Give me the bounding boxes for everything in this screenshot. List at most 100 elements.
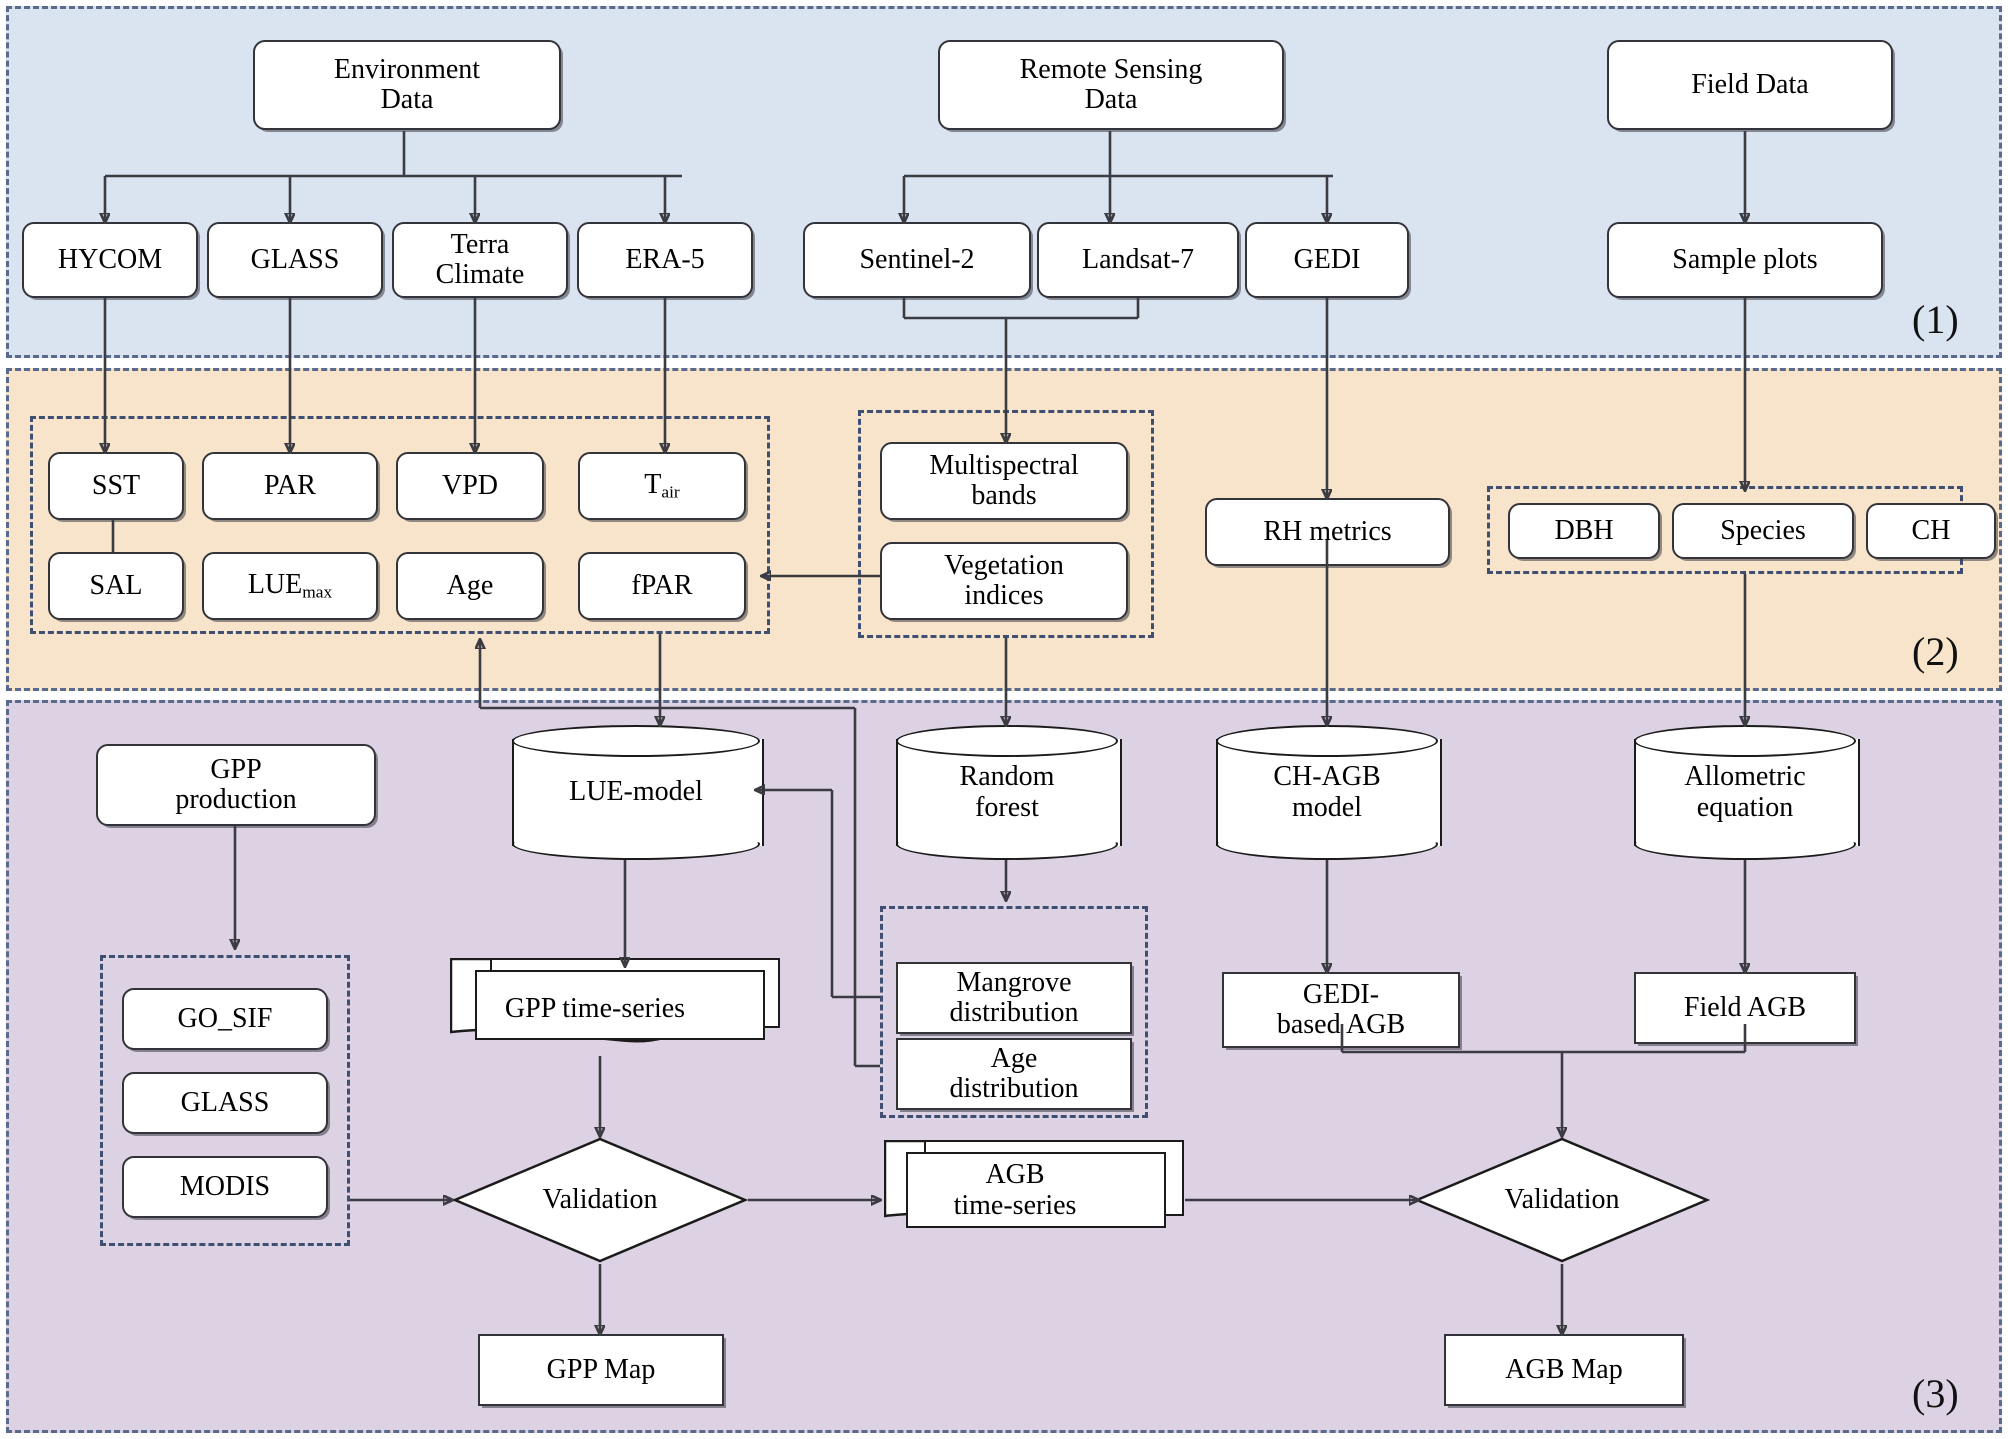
node-vegetation-indices[interactable]: Vegetation indices — [880, 542, 1128, 620]
node-vpd[interactable]: VPD — [396, 452, 544, 520]
label-gpp-production: GPP production — [175, 753, 297, 815]
label-glass: GLASS — [250, 243, 340, 275]
label-par: PAR — [264, 469, 316, 501]
label-vpd: VPD — [441, 469, 498, 501]
node-random-forest[interactable]: Random forest — [896, 725, 1122, 860]
panel-number-1: (1) — [1912, 297, 1959, 342]
node-sal[interactable]: SAL — [48, 552, 184, 620]
label-era5: ERA-5 — [625, 243, 705, 275]
node-gedi-based-agb[interactable]: GEDI- based AGB — [1222, 972, 1460, 1048]
node-glass[interactable]: GLASS — [207, 222, 383, 298]
node-field-data[interactable]: Field Data — [1607, 40, 1893, 130]
label-multispectral-bands: Multispectral bands — [929, 449, 1079, 511]
node-allometric-equation[interactable]: Allometric equation — [1634, 725, 1860, 860]
node-modis[interactable]: MODIS — [122, 1156, 328, 1218]
label-tair-subscript: air — [661, 482, 680, 502]
doc-sheet-mid — [475, 970, 765, 1040]
label-rh-metrics: RH metrics — [1263, 515, 1392, 547]
node-agb-time-series[interactable]: AGB time-series — [884, 1140, 1194, 1252]
label-vegetation-indices: Vegetation indices — [944, 549, 1064, 611]
doc-sheet-mid — [906, 1152, 1166, 1228]
node-remote-sensing-data[interactable]: Remote Sensing Data — [938, 40, 1284, 130]
group-rf-outputs — [880, 906, 1148, 1118]
node-field-agb[interactable]: Field AGB — [1634, 972, 1856, 1044]
node-gpp-production[interactable]: GPP production — [96, 744, 376, 826]
label-lue-max-subscript: max — [302, 582, 333, 602]
node-environment-data[interactable]: Environment Data — [253, 40, 561, 130]
label-allometric-equation: Allometric equation — [1684, 761, 1806, 823]
label-sentinel-2: Sentinel-2 — [859, 243, 975, 275]
label-tair-base: T — [644, 468, 662, 500]
group-gpp-products — [100, 955, 350, 1246]
label-gedi-based-agb: GEDI- based AGB — [1276, 978, 1406, 1040]
cylinder-top — [1634, 725, 1856, 757]
label-agb-map: AGB Map — [1505, 1353, 1623, 1385]
label-mangrove-distribution: Mangrove distribution — [949, 966, 1079, 1028]
label-gedi: GEDI — [1293, 243, 1361, 275]
node-hycom[interactable]: HYCOM — [22, 222, 198, 298]
group-environment-variables — [30, 416, 770, 634]
node-glass-gpp[interactable]: GLASS — [122, 1072, 328, 1134]
node-age-distribution[interactable]: Age distribution — [896, 1038, 1132, 1110]
label-age: Age — [446, 569, 494, 601]
node-mangrove-distribution[interactable]: Mangrove distribution — [896, 962, 1132, 1034]
label-field-data: Field Data — [1691, 68, 1809, 100]
label-remote-sensing-data: Remote Sensing Data — [1019, 53, 1203, 115]
node-agb-map[interactable]: AGB Map — [1444, 1334, 1684, 1406]
label-sample-plots: Sample plots — [1672, 243, 1818, 275]
label-dbh: DBH — [1554, 514, 1614, 546]
label-environment-data: Environment Data — [333, 53, 481, 115]
label-random-forest: Random forest — [959, 761, 1055, 823]
label-glass-gpp: GLASS — [180, 1086, 270, 1118]
node-species[interactable]: Species — [1672, 503, 1854, 559]
label-hycom: HYCOM — [57, 243, 163, 275]
node-par[interactable]: PAR — [202, 452, 378, 520]
label-agb-time-series: AGB time-series — [953, 1159, 1077, 1221]
label-tair: Tair — [638, 468, 685, 502]
label-modis: MODIS — [179, 1170, 271, 1202]
node-lue-max[interactable]: LUEmax — [202, 552, 378, 620]
label-lue-max: LUEmax — [242, 568, 338, 602]
label-age-distribution: Age distribution — [949, 1042, 1079, 1104]
node-gpp-time-series[interactable]: GPP time-series — [450, 958, 780, 1068]
label-field-agb: Field AGB — [1683, 991, 1807, 1023]
label-species: Species — [1720, 514, 1806, 546]
label-lue-max-base: LUE — [247, 568, 303, 600]
label-gpp-time-series: GPP time-series — [504, 992, 686, 1024]
node-terra-climate[interactable]: Terra Climate — [392, 222, 568, 298]
label-sst: SST — [91, 469, 141, 501]
node-fpar[interactable]: fPAR — [578, 552, 746, 620]
node-rh-metrics[interactable]: RH metrics — [1205, 498, 1450, 566]
label-lue-model: LUE-model — [569, 776, 703, 808]
panel-number-2: (2) — [1912, 629, 1959, 674]
node-ch[interactable]: CH — [1866, 503, 1996, 559]
label-ch: CH — [1911, 514, 1951, 546]
node-age[interactable]: Age — [396, 552, 544, 620]
node-sst[interactable]: SST — [48, 452, 184, 520]
label-ch-agb-model: CH-AGB model — [1273, 761, 1381, 823]
node-sentinel-2[interactable]: Sentinel-2 — [803, 222, 1031, 298]
label-gpp-map: GPP Map — [546, 1353, 656, 1385]
node-sample-plots[interactable]: Sample plots — [1607, 222, 1883, 298]
node-tair[interactable]: Tair — [578, 452, 746, 520]
node-multispectral-bands[interactable]: Multispectral bands — [880, 442, 1128, 520]
node-ch-agb-model[interactable]: CH-AGB model — [1216, 725, 1442, 860]
node-lue-model[interactable]: LUE-model — [512, 725, 764, 860]
label-sal: SAL — [89, 569, 143, 601]
node-landsat-7[interactable]: Landsat-7 — [1037, 222, 1239, 298]
node-era5[interactable]: ERA-5 — [577, 222, 753, 298]
label-landsat-7: Landsat-7 — [1082, 243, 1194, 275]
node-gedi[interactable]: GEDI — [1245, 222, 1409, 298]
label-go-sif: GO_SIF — [177, 1002, 273, 1034]
cylinder-top — [512, 725, 760, 757]
node-validation-gpp[interactable]: Validation — [452, 1136, 748, 1264]
node-validation-agb[interactable]: Validation — [1414, 1136, 1710, 1264]
node-go-sif[interactable]: GO_SIF — [122, 988, 328, 1050]
label-validation-agb: Validation — [1504, 1184, 1620, 1215]
label-validation-gpp: Validation — [542, 1184, 658, 1215]
node-dbh[interactable]: DBH — [1508, 503, 1660, 559]
panel-number-3: (3) — [1912, 1371, 1959, 1416]
label-fpar: fPAR — [631, 569, 693, 601]
node-gpp-map[interactable]: GPP Map — [478, 1334, 724, 1406]
